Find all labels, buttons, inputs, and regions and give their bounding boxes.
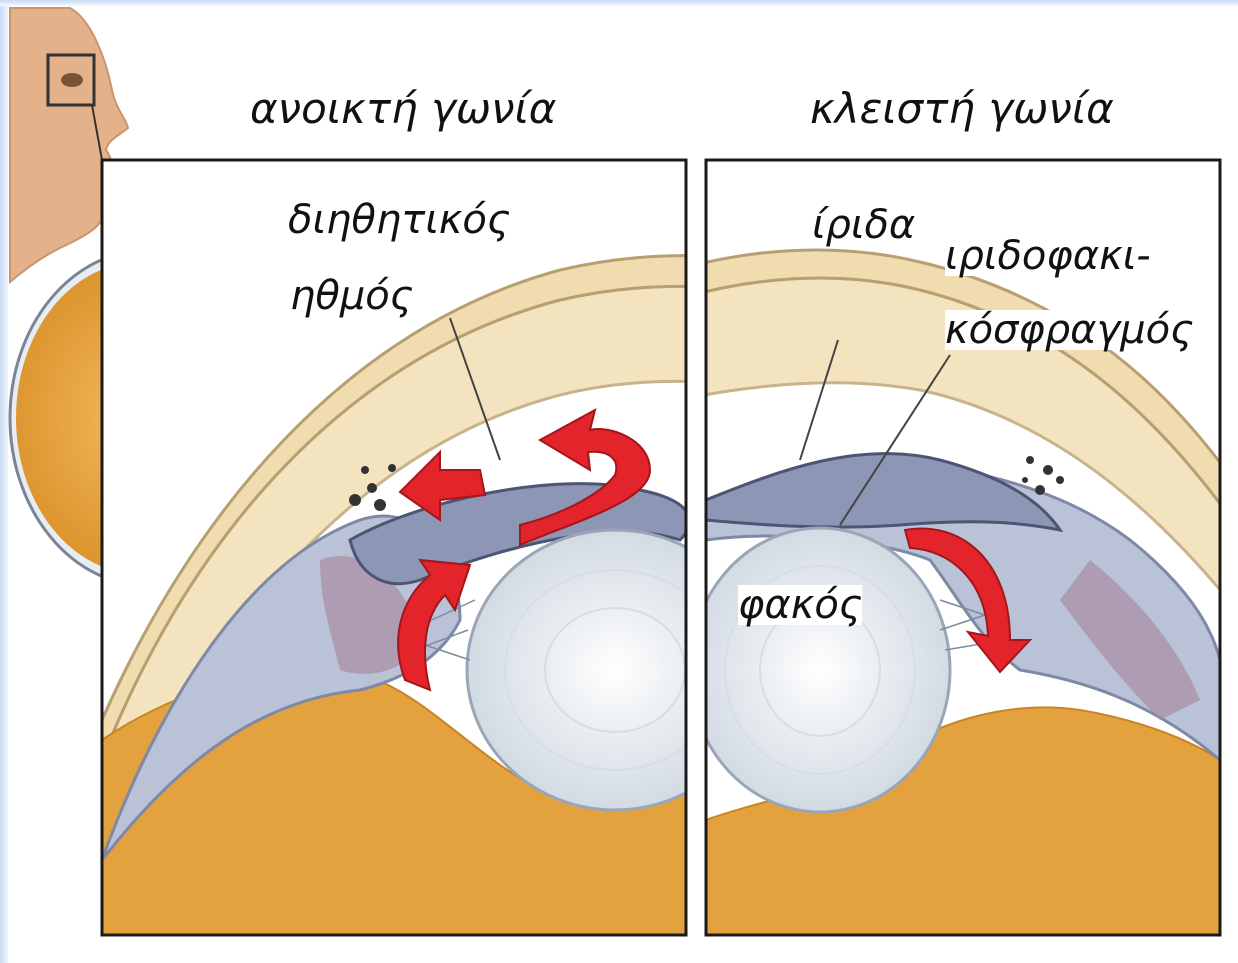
trabecular-label-line1: διηθητικός xyxy=(288,200,510,240)
lens-label: φακός xyxy=(738,585,862,625)
trabecular-label-line2: ηθμός xyxy=(290,276,413,316)
pupillary-block-label-line1: ιριδοφακι- xyxy=(945,236,1151,276)
iris-label: ίριδα xyxy=(812,205,915,245)
closed-angle-title: κλειστή γωνία xyxy=(810,88,1114,130)
open-angle-title: ανοικτή γωνία xyxy=(250,88,556,130)
lens-right xyxy=(690,528,950,812)
pupillary-block-label-line2: κόσφραγμός xyxy=(945,310,1194,350)
eye-icon xyxy=(61,73,83,87)
